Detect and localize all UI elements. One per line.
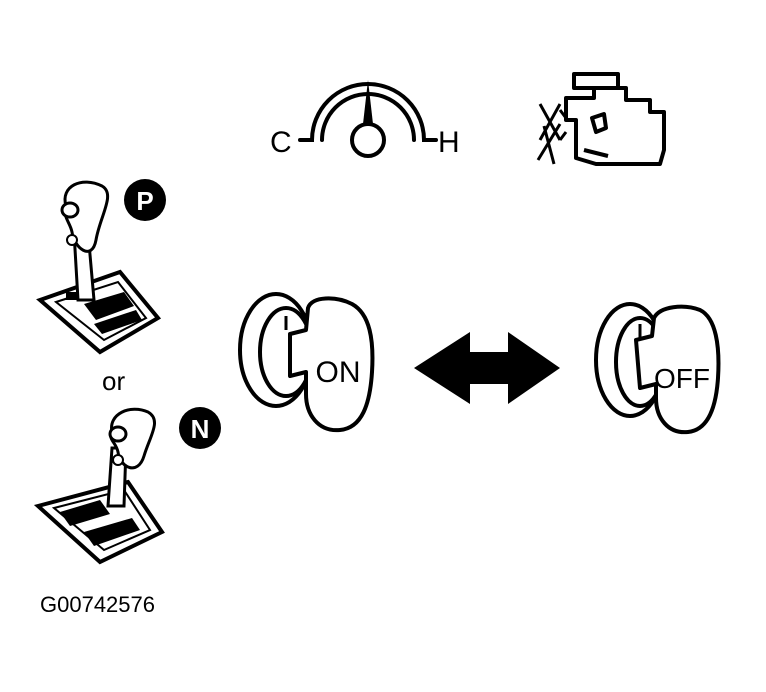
shifter-park-icon (36, 180, 162, 355)
engine-icon (536, 72, 666, 166)
ignition-key-on-icon (238, 292, 375, 433)
park-badge-label: P (136, 186, 153, 216)
ignition-key-off-icon (594, 302, 721, 435)
gauge-cold-label: C (270, 126, 292, 159)
temperature-gauge-icon (298, 80, 438, 158)
neutral-badge-label: N (191, 414, 210, 444)
key-off-label: OFF (654, 363, 710, 394)
figure-id: G00742576 (40, 592, 155, 617)
or-label: or (102, 366, 125, 396)
double-arrow-icon (414, 332, 560, 404)
neutral-badge (179, 407, 221, 449)
shifter-neutral-icon (33, 407, 165, 565)
gauge-hot-label: H (438, 126, 460, 159)
key-on-label: ON (316, 356, 361, 389)
park-badge (124, 179, 166, 221)
